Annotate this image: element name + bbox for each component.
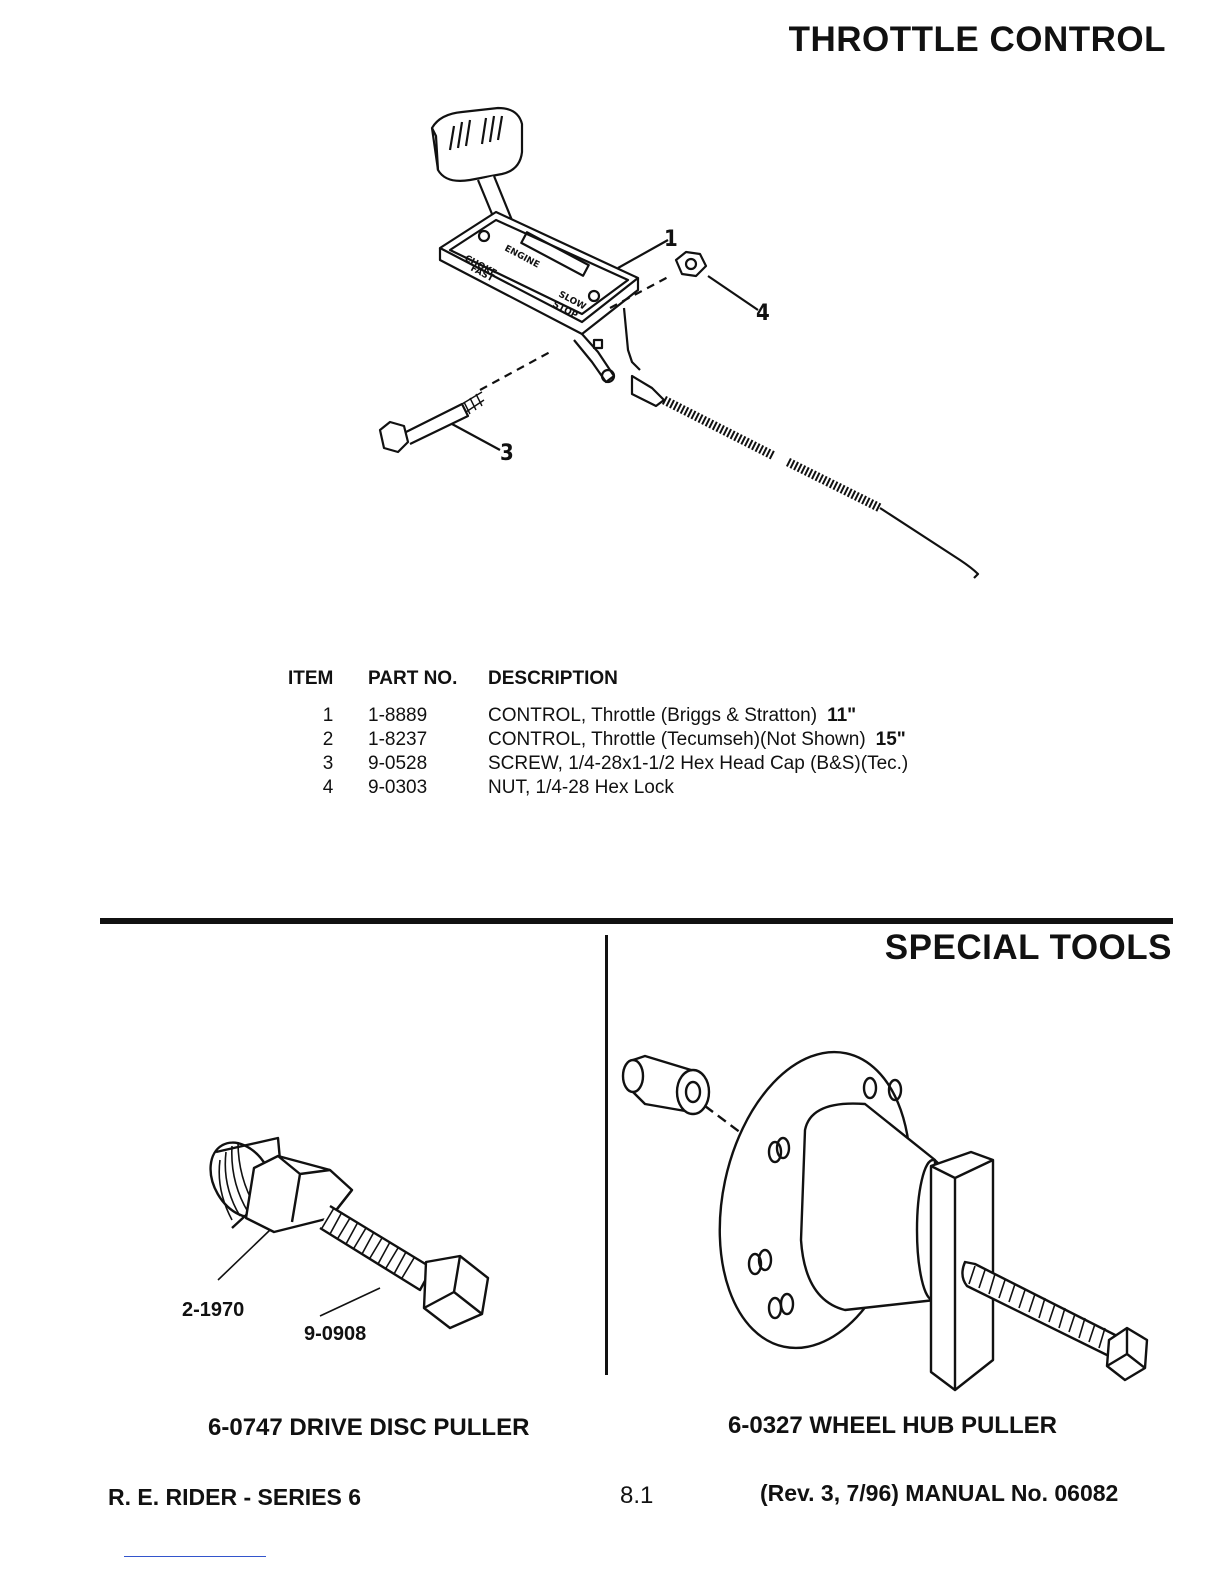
cell-item: 2 — [322, 729, 334, 750]
cell-part-no: 1-8889 — [368, 705, 428, 726]
table-row: 4 9-0303 NUT, 1/4-28 Hex Lock — [288, 776, 908, 800]
cable-clamp — [630, 374, 666, 408]
header-item: ITEM — [288, 668, 334, 689]
callout-1: 1 — [664, 227, 678, 252]
table-row: 3 9-0528 SCREW, 1/4-28x1-1/2 Hex Head Ca… — [288, 752, 909, 776]
size-suffix: 11" — [827, 705, 857, 726]
throttle-control-diagram: 1 3 4 CHOKE FAST ENGINE SLOW STOP — [378, 106, 980, 579]
puller-screw — [961, 1260, 1149, 1382]
cell-part-no: 9-0303 — [368, 777, 428, 798]
table-row: 1 1-8889 CONTROL, Throttle (Briggs & Str… — [288, 704, 908, 728]
cell-item: 3 — [322, 753, 334, 774]
section-title-throttle-control: THROTTLE CONTROL — [788, 20, 1166, 59]
parts-table: ITEM PART NO. DESCRIPTION 1 1-8889 CONTR… — [288, 668, 908, 800]
drive-disc-puller-diagram: 2-1970 9-0908 — [182, 1136, 490, 1345]
description-text: SCREW, 1/4-28x1-1/2 Hex Head Cap (B&S)(T… — [488, 753, 909, 774]
vertical-divider — [605, 935, 608, 1375]
section-divider-rule — [100, 918, 1173, 924]
spacer-bushing — [621, 1054, 711, 1116]
cell-description: CONTROL, Throttle (Briggs & Stratton) 11" — [488, 704, 908, 728]
cell-part-no: 9-0528 — [368, 753, 428, 774]
callout-4: 4 — [756, 301, 770, 326]
hub-tube — [799, 1102, 951, 1312]
wheel-hub-puller-caption: 6-0327 WHEEL HUB PULLER — [728, 1412, 1057, 1439]
header-description: DESCRIPTION — [488, 668, 618, 689]
hex-nut — [674, 250, 708, 278]
hex-body — [244, 1154, 354, 1234]
cell-item: 1 — [322, 705, 334, 726]
cell-description: CONTROL, Throttle (Tecumseh)(Not Shown) 1… — [488, 728, 908, 752]
callout-3: 3 — [500, 441, 514, 466]
size-suffix: 15" — [875, 729, 906, 750]
wheel-hub-puller-diagram — [621, 1050, 1149, 1392]
description-text: CONTROL, Throttle (Tecumseh)(Not Shown) — [488, 729, 866, 750]
header-part-no: PART NO. — [368, 668, 458, 689]
footer-revision: (Rev. 3, 7/96) MANUAL No. 06082 — [760, 1480, 1119, 1506]
parts-table-header: ITEM PART NO. DESCRIPTION — [288, 668, 908, 704]
throttle-knob — [430, 106, 524, 182]
section-title-special-tools: SPECIAL TOOLS — [884, 928, 1172, 967]
callout-9-0908: 9-0908 — [304, 1323, 366, 1345]
cell-item: 4 — [322, 777, 334, 798]
leader-line — [217, 1229, 271, 1281]
table-row: 2 1-8237 CONTROL, Throttle (Tecumseh)(No… — [288, 728, 908, 752]
leader-line — [319, 1287, 381, 1317]
puller-screw — [319, 1204, 490, 1330]
cell-description: NUT, 1/4-28 Hex Lock — [488, 776, 908, 800]
description-text: CONTROL, Throttle (Briggs & Stratton) — [488, 705, 818, 726]
cell-description: SCREW, 1/4-28x1-1/2 Hex Head Cap (B&S)(T… — [488, 752, 908, 776]
throttle-cable — [661, 395, 980, 579]
drive-disc-puller-caption: 6-0747 DRIVE DISC PULLER — [208, 1414, 530, 1441]
hex-screw — [378, 391, 485, 454]
cell-part-no: 1-8237 — [368, 729, 428, 750]
footer-page-number: 8.1 — [620, 1482, 654, 1509]
footer-manual-series: R. E. RIDER - SERIES 6 — [108, 1484, 362, 1510]
description-text: NUT, 1/4-28 Hex Lock — [488, 777, 674, 798]
callout-2-1970: 2-1970 — [182, 1299, 244, 1321]
bottom-underline — [124, 1556, 266, 1557]
